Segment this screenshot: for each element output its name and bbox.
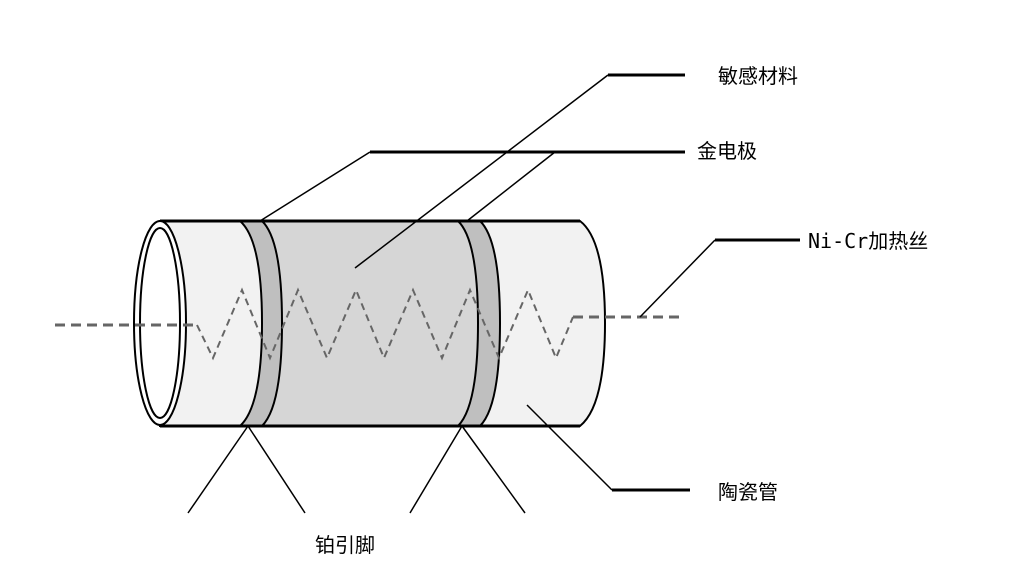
label-ceramic-tube: 陶瓷管 xyxy=(718,480,778,504)
heater-wire xyxy=(55,287,680,361)
label-heater-text: 加热丝 xyxy=(868,229,929,253)
label-sensitive-material: 敏感材料 xyxy=(718,64,798,88)
label-heater-prefix: Ni-Cr xyxy=(808,229,869,253)
label-platinum-leads: 铂引脚 xyxy=(315,533,375,557)
label-gold-electrode: 金电极 xyxy=(697,139,757,163)
leader-lines xyxy=(187,73,800,514)
tube-opening xyxy=(133,220,187,426)
label-heater: Ni-Cr加热丝 xyxy=(808,231,928,251)
sensitive-layer xyxy=(262,221,500,426)
